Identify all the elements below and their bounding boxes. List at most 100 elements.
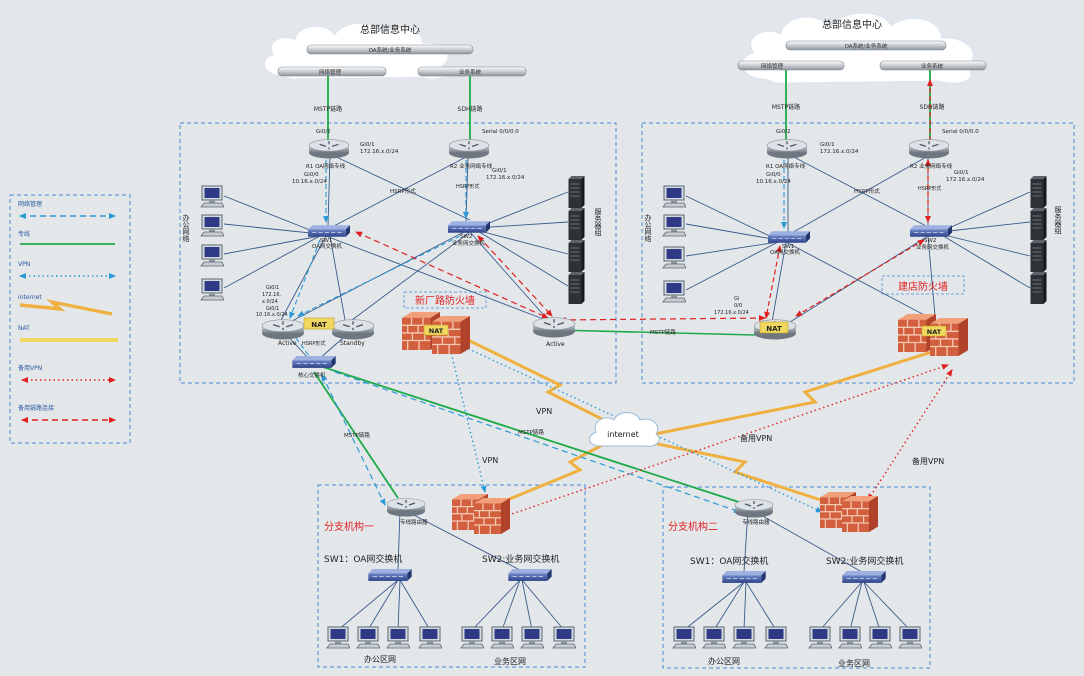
branch2-pc6-icon [838, 626, 862, 649]
legend-label-nat: NAT [18, 325, 30, 332]
branch2-pc3-icon [732, 626, 756, 649]
right-pc1-icon [662, 185, 686, 208]
right-office-label: 办公网络 [644, 213, 652, 242]
left-active-right-router-icon [532, 316, 576, 338]
mgmt-link-branch1 [321, 374, 386, 506]
right-pipe-right-label: 业务系统 [921, 62, 944, 70]
left-pipe-right [417, 66, 527, 77]
left-hsrp-bottom: HSRP形式 [302, 340, 325, 347]
left-fw-nat-badge [423, 324, 449, 336]
right-server1-icon [1030, 176, 1047, 208]
left-pipe-left-label: 网络管理 [319, 68, 342, 76]
right-sw2-desc: 业务网交换机 [916, 243, 950, 251]
branch2-sw1-icon [722, 571, 766, 584]
legend-label-internet: internet [18, 294, 42, 301]
right-fw-ip-0: Gi [734, 296, 739, 302]
left-firewall-label-box [403, 291, 487, 309]
branch1-box [317, 484, 586, 668]
branch1-sw1-label: SW1：OA网交换机 [324, 553, 402, 565]
right-firewall-label: 建店防火墙 [898, 280, 948, 293]
branch2-pc5-icon [808, 626, 832, 649]
internet-cloud-icon [589, 412, 660, 447]
right-r1-port-down: Gi0/0 [766, 172, 781, 178]
left-server2-icon [568, 208, 585, 240]
right-pipe-left-label: 网络管理 [761, 62, 784, 70]
right-backup-sw1-nat [764, 245, 782, 319]
backup-vpn-label-1: 备用VPN [740, 433, 772, 443]
right-pipe-top [785, 40, 947, 51]
left-server4-icon [568, 272, 585, 304]
left-sw1-desc: OA网交换机 [312, 242, 342, 250]
left-active-right-label: Active [546, 341, 565, 348]
branch2-pc2-icon [702, 626, 726, 649]
right-r2-port-down-ip: 172.16.x.0/24 [946, 177, 985, 183]
left-r1-port-side: Gi0/1 [360, 142, 375, 148]
left-sw1-name: SW1 [320, 238, 332, 244]
branch2-business-label: 业务区网 [838, 658, 870, 668]
right-r1-port-side-ip: 172.16.x.0/24 [820, 149, 859, 155]
internet-link-right-fw [649, 348, 939, 437]
branch2-firewall2-icon [842, 496, 878, 532]
left-r2-port-down-ip: 172.16.x.0/24 [486, 175, 525, 181]
branch2-title: 分支机构二 [668, 520, 718, 533]
legend-line-internet [19, 299, 113, 316]
vpn-link-branch1 [447, 339, 487, 493]
right-pipe-right [879, 60, 987, 71]
left-mstp-small: MSTP链路 [650, 328, 676, 336]
right-pipe-left [737, 60, 845, 71]
left-pipe-right-label: 业务系统 [459, 68, 482, 76]
left-r1-router-icon [308, 138, 350, 159]
left-office-label: 办公网络 [182, 213, 190, 242]
right-hq-box [641, 122, 1075, 384]
right-sw1-switch-icon [768, 231, 810, 244]
internet-cloud: internet [589, 412, 660, 447]
mstp-link-cross [554, 329, 756, 336]
branch2-sw1-label: SW1：OA网交换机 [690, 555, 768, 567]
backup-link-cross [559, 315, 766, 323]
right-r1-name: R1 OA网络专线 [766, 162, 806, 170]
left-hq-box [179, 122, 617, 384]
right-fw-nat-text: NAT [927, 328, 942, 336]
branch1-pc6-icon [490, 626, 514, 649]
branch1-title: 分支机构一 [324, 520, 374, 533]
left-pipe-top [306, 44, 474, 55]
left-link-left-label: MSTP链路 [314, 105, 342, 113]
left-core-switch-label: 核心交换机 [298, 371, 326, 379]
left-mgmt-fw-core [295, 337, 313, 361]
left-link-right-label: SDH链路 [458, 105, 483, 113]
branch1-pc7-icon [520, 626, 544, 649]
left-firewall-label: 新厂路防火墙 [415, 294, 475, 307]
right-pc2-icon [662, 214, 686, 237]
internet-link-branch1-fw [494, 438, 613, 507]
left-r1-port-down-ip: 10.16.x.0/24 [292, 179, 327, 185]
legend-label-vpn: VPN [18, 261, 30, 268]
left-standby-router-icon [331, 318, 375, 340]
branch1-office-label: 办公区网 [364, 654, 396, 664]
branch1-pc1-icon [326, 626, 350, 649]
legend-label-backup-vpn: 备用VPN [18, 364, 42, 372]
left-r2-name: R2 业务网络专线 [450, 162, 493, 170]
right-r2-port-down: Gi0/1 [954, 170, 969, 176]
left-fw-ip-2: x.0/24 [262, 299, 278, 305]
branch1-pc8-icon [552, 626, 576, 649]
left-server-label: 服务器组 [594, 208, 602, 236]
left-hq: 总部信息中心 OA系统/业务系统 网络管理 业务系统 MSTP链路 SDH链路 [182, 21, 676, 379]
right-pc4-icon [662, 280, 686, 303]
right-backup-sw2-nat [795, 239, 925, 317]
right-sw2-switch-icon [910, 225, 952, 238]
right-fw-ip-1: 0/0 [734, 303, 742, 309]
branch2-pc1-icon [672, 626, 696, 649]
right-pc3-icon [662, 246, 686, 269]
left-pc3-icon [200, 244, 224, 267]
right-firewall2-icon [930, 318, 968, 356]
right-r1-port-down-ip: 10.16.x.0/24 [756, 179, 791, 185]
branch2-pc4-icon [764, 626, 788, 649]
right-sw1-desc: OA网交换机 [770, 248, 800, 256]
legend-label-line: 专线 [18, 230, 30, 238]
branch1-sw2-icon [508, 569, 552, 582]
right-server3-icon [1030, 240, 1047, 272]
left-pc2-icon [200, 214, 224, 237]
right-server2-icon [1030, 208, 1047, 240]
left-r1-name: R1 OA网络专线 [306, 162, 346, 170]
mgmt-link-branch2 [334, 371, 741, 513]
